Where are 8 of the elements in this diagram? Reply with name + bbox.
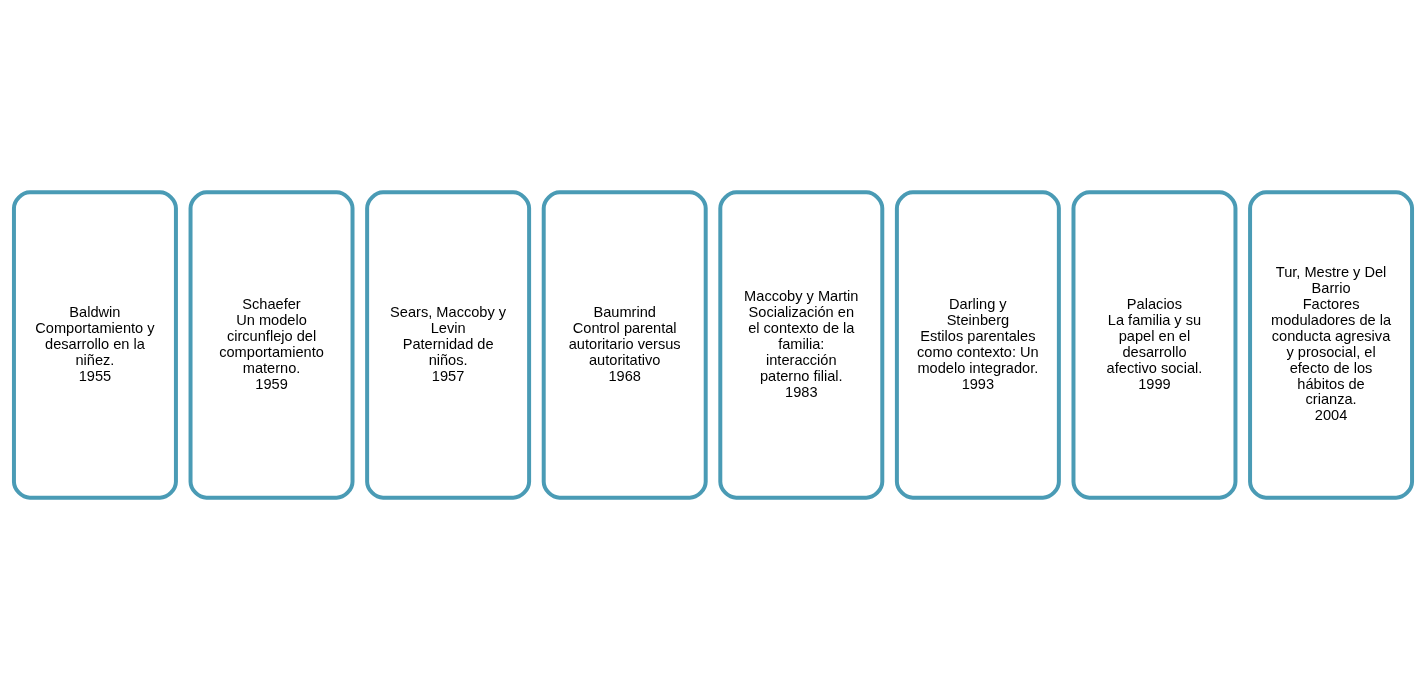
node-box: Schaefer Un modelo circunflejo del comportamiento materno. 1959: [188, 189, 355, 500]
node-box: Baumrind Control parental autoritario versus autoritativo 1968: [541, 189, 708, 500]
node-box: Maccoby y Martin Socialización en el contexto de la familia: interacción paterno filial. 1983: [718, 189, 885, 500]
node-box: Sears, Maccoby y Levin Paternidad de niños. 1957: [365, 189, 532, 500]
node-box: Darling y Steinberg Estilos parentales como contexto: Un modelo integrador. 1993: [894, 189, 1061, 500]
node-box: Tur, Mestre y Del Barrio Factores moduladores de la conducta agresiva y prosocial, el efecto de los hábitos de crianza. 2004: [1248, 189, 1415, 500]
node-box: Palacios La familia y su papel en el desarrollo afectivo social. 1999: [1071, 189, 1238, 500]
node-box: Baldwin Comportamiento y desarrollo en la niñez. 1955: [11, 189, 178, 500]
